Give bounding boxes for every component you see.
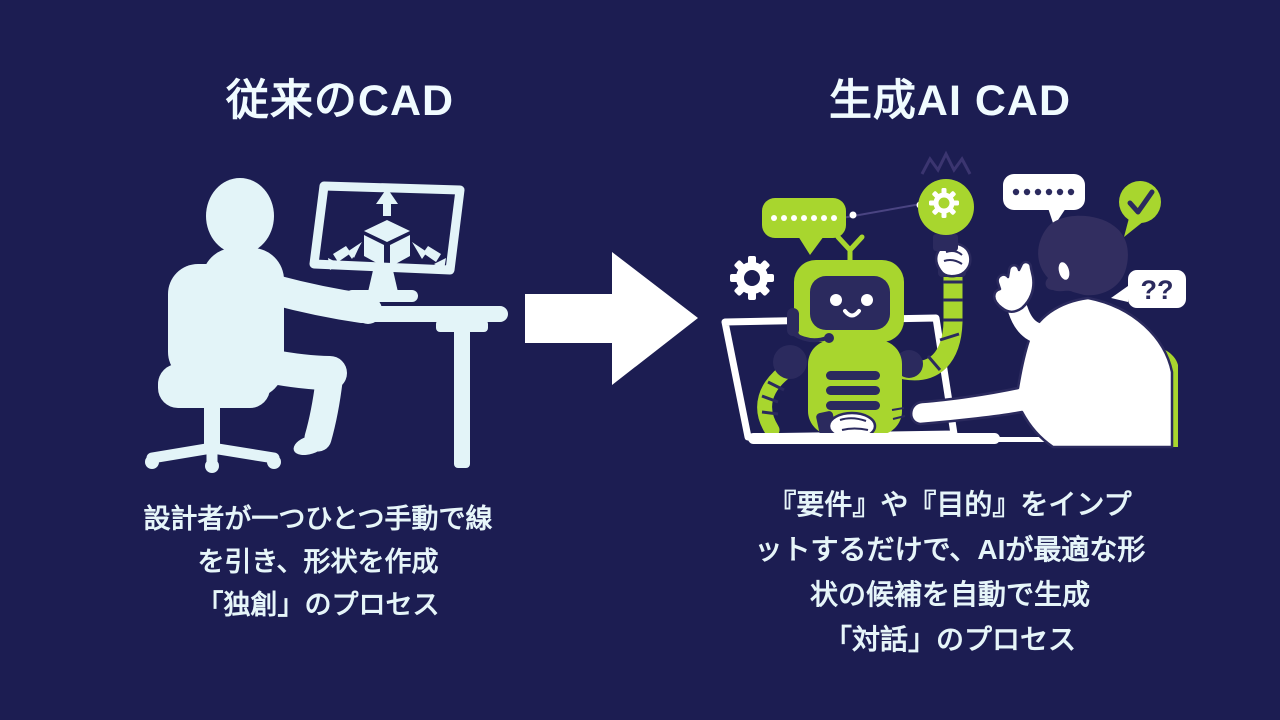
gear-icon — [730, 256, 774, 300]
robot-eye — [861, 294, 873, 306]
description-line: 設計者が一つひとつ手動で線 — [143, 504, 493, 534]
robot-antenna — [835, 234, 865, 265]
robot-face-screen — [810, 276, 890, 330]
right-panel-description: 『要件』や『目的』をインプ ットするだけで、AIが最適な形 状の候補を自動で生成… — [705, 482, 1195, 662]
robot-mic — [824, 333, 834, 343]
question-bubble: ?? — [1111, 270, 1186, 308]
monitor-3d-cube-icon — [328, 188, 446, 270]
user-chat-bubble-dots — [1003, 174, 1085, 226]
transition-arrow-icon — [525, 252, 698, 385]
description-line: 『要件』や『目的』をインプ — [768, 489, 1132, 520]
designer-user — [891, 215, 1178, 449]
monitor — [309, 181, 465, 302]
traditional-cad-illustration — [145, 178, 508, 473]
left-panel-title: 従来のCAD — [225, 77, 455, 125]
bulb-base — [933, 234, 958, 251]
monitor-stand — [368, 266, 398, 292]
robot-headset — [787, 308, 799, 336]
lightbulb-icon — [918, 179, 974, 235]
lightbulb-gear-icon — [929, 188, 959, 218]
connector-dot — [849, 211, 857, 219]
check-bubble-icon — [1119, 181, 1161, 237]
robot-chat-bubble-dots — [762, 198, 846, 255]
monitor-base — [346, 290, 418, 302]
check-mark — [1127, 189, 1155, 215]
description-line: 状の候補を自動で生成 — [809, 579, 1090, 610]
description-line: ットするだけで、AIが最適な形 — [754, 534, 1146, 565]
generative-ai-cad-illustration: ?? — [721, 150, 1186, 449]
user-ear — [1058, 262, 1070, 280]
description-line: 「対話」のプロセス — [823, 624, 1076, 655]
user-raised-arm — [1008, 300, 1062, 344]
robot-smile — [843, 309, 861, 318]
user-body — [910, 296, 1174, 449]
description-line: を引き、形状を作成 — [197, 547, 439, 577]
user-hair — [1038, 215, 1128, 296]
user-raised-hand — [993, 260, 1035, 313]
description-line: 「独創」のプロセス — [196, 590, 440, 620]
question-bubble-text: ?? — [1141, 275, 1174, 305]
laptop-base — [748, 433, 1000, 444]
robot-eye — [830, 294, 842, 306]
idea-burst-lines — [920, 150, 972, 175]
left-panel-description: 設計者が一つひとつ手動で線 を引き、形状を作成 「独創」のプロセス — [68, 498, 568, 627]
robot-shoulder — [773, 345, 807, 379]
robot-vents — [826, 371, 880, 410]
desk — [348, 306, 508, 468]
ai-robot — [757, 179, 974, 441]
right-panel-title: 生成AI CAD — [828, 77, 1072, 125]
